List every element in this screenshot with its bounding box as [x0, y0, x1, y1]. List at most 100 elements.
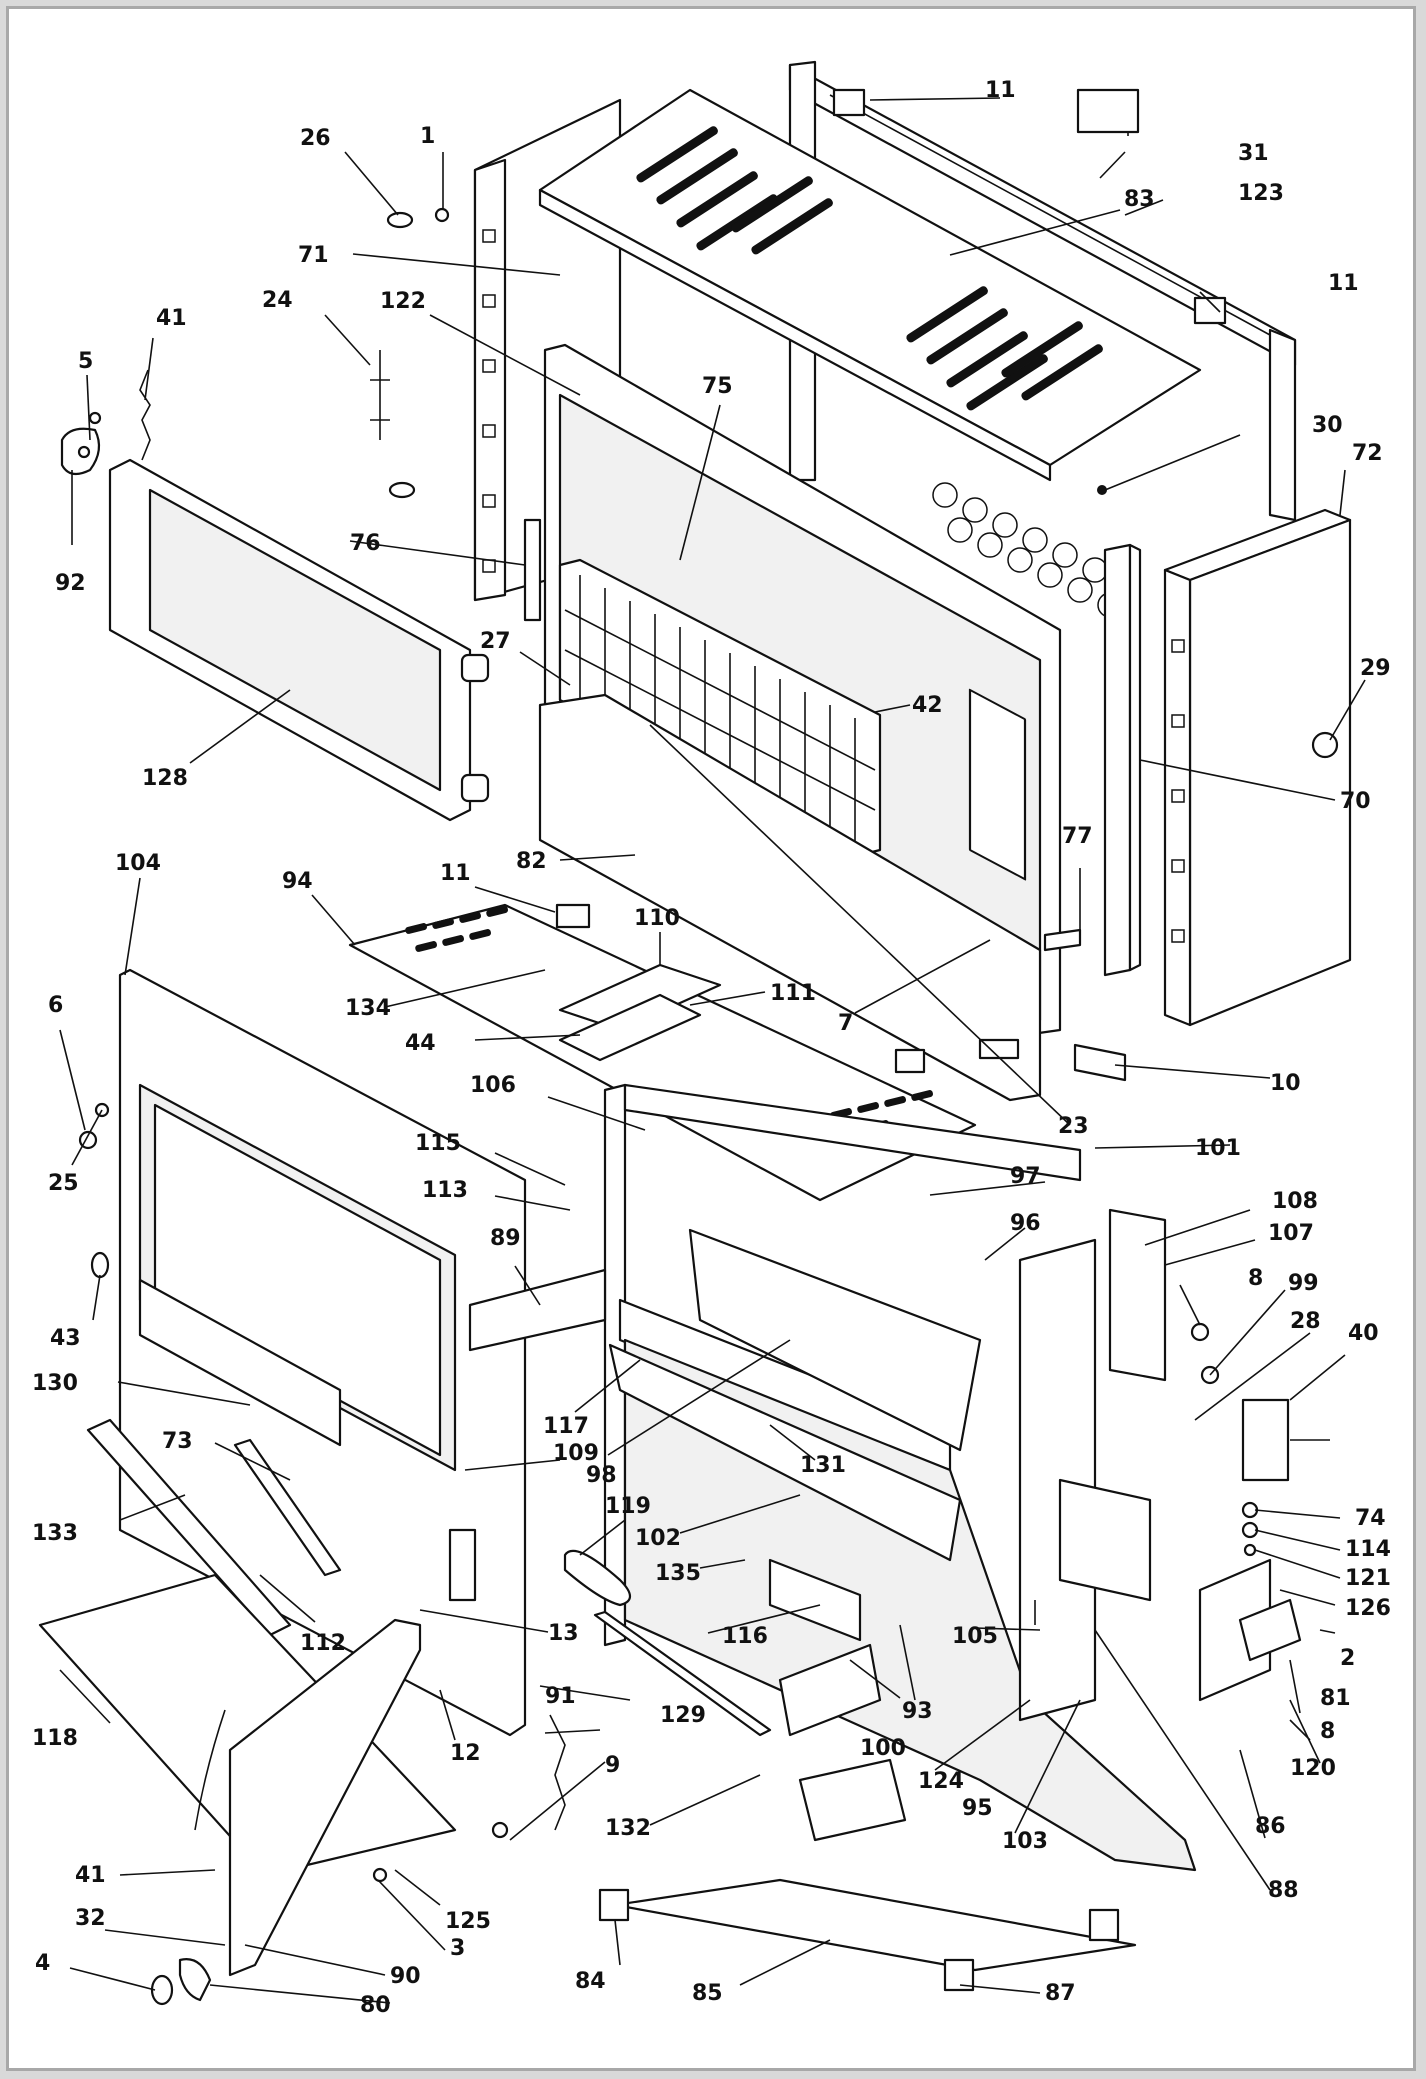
- callout-116: 116: [722, 1624, 768, 1649]
- callout-11: 11: [1328, 271, 1359, 296]
- callout-41: 41: [156, 306, 187, 331]
- callout-3: 3: [450, 1936, 465, 1961]
- callout-114: 114: [1345, 1537, 1391, 1562]
- callout-97: 97: [1010, 1164, 1041, 1189]
- top-panel-83: [538, 88, 1202, 482]
- callout-95: 95: [962, 1796, 993, 1821]
- callout-6: 6: [48, 993, 63, 1018]
- lower-front-panel-82: [538, 693, 1042, 1102]
- callout-107: 107: [1268, 1221, 1314, 1246]
- callout-77: 77: [1062, 824, 1093, 849]
- callout-113: 113: [422, 1178, 468, 1203]
- callout-98: 98: [586, 1463, 617, 1488]
- callout-111: 111: [770, 981, 816, 1006]
- callout-25: 25: [48, 1171, 79, 1196]
- callout-110: 110: [634, 906, 680, 931]
- door-mechanism-parts: [38, 1418, 1302, 2006]
- callout-109: 109: [553, 1441, 599, 1466]
- callout-100: 100: [860, 1736, 906, 1761]
- callout-103: 103: [1002, 1829, 1048, 1854]
- right-side-panel-72: [1163, 508, 1352, 1027]
- callout-1: 1: [420, 124, 435, 149]
- callout-24: 24: [262, 288, 293, 313]
- callout-82: 82: [516, 849, 547, 874]
- right-controls: [78, 1102, 1330, 1557]
- callout-74: 74: [1355, 1506, 1386, 1531]
- callout-122: 122: [380, 289, 426, 314]
- callout-101: 101: [1195, 1136, 1241, 1161]
- callout-131: 131: [800, 1453, 846, 1478]
- callout-135: 135: [655, 1561, 701, 1586]
- front-panel-104: [118, 968, 527, 1737]
- callout-32: 32: [75, 1906, 106, 1931]
- callout-12: 12: [450, 1741, 481, 1766]
- callout-120: 120: [1290, 1756, 1336, 1781]
- callout-84: 84: [575, 1969, 606, 1994]
- callout-27: 27: [480, 629, 511, 654]
- callout-70: 70: [1340, 789, 1371, 814]
- callout-91: 91: [545, 1684, 576, 1709]
- callout-106: 106: [470, 1073, 516, 1098]
- glass-door-128: [108, 458, 490, 822]
- callout-labels: 1 26 11 31 83 123 71 11 41 24 122 5 75 3…: [32, 78, 1391, 2018]
- callout-126: 126: [1345, 1596, 1391, 1621]
- callout-118: 118: [32, 1726, 78, 1751]
- callout-44: 44: [405, 1031, 436, 1056]
- callout-29: 29: [1360, 656, 1391, 681]
- callout-90: 90: [390, 1964, 421, 1989]
- callout-134: 134: [345, 996, 391, 1021]
- callout-89: 89: [490, 1226, 521, 1251]
- grille-42: [558, 558, 882, 857]
- right-side-frame-70: [1103, 543, 1142, 977]
- callout-73: 73: [162, 1429, 193, 1454]
- callout-41: 41: [75, 1863, 106, 1888]
- callout-130: 130: [32, 1371, 78, 1396]
- callout-5: 5: [78, 349, 93, 374]
- callout-94: 94: [282, 869, 313, 894]
- callout-8: 8: [1248, 1266, 1263, 1291]
- callout-7: 7: [838, 1011, 853, 1036]
- callout-75: 75: [702, 374, 733, 399]
- callout-2: 2: [1340, 1646, 1355, 1671]
- callout-76: 76: [350, 531, 381, 556]
- callout-92: 92: [55, 571, 86, 596]
- callout-10: 10: [1270, 1071, 1301, 1096]
- callout-105: 105: [952, 1624, 998, 1649]
- callout-112: 112: [300, 1631, 346, 1656]
- callout-23: 23: [1058, 1114, 1089, 1139]
- callout-108: 108: [1272, 1189, 1318, 1214]
- callout-4: 4: [35, 1951, 50, 1976]
- callout-93: 93: [902, 1699, 933, 1724]
- callout-128: 128: [142, 766, 188, 791]
- callout-104: 104: [115, 851, 161, 876]
- callout-129: 129: [660, 1703, 706, 1728]
- callout-125: 125: [445, 1909, 491, 1934]
- callout-13: 13: [548, 1621, 579, 1646]
- callout-43: 43: [50, 1326, 81, 1351]
- callout-28: 28: [1290, 1309, 1321, 1334]
- callout-133: 133: [32, 1521, 78, 1546]
- callout-26: 26: [300, 126, 331, 151]
- leader-lines: [59, 97, 1366, 2004]
- callout-9: 9: [605, 1753, 620, 1778]
- callout-96: 96: [1010, 1211, 1041, 1236]
- callout-117: 117: [543, 1414, 589, 1439]
- callout-88: 88: [1268, 1878, 1299, 1903]
- callout-123: 123: [1238, 181, 1284, 206]
- callout-87: 87: [1045, 1981, 1076, 2006]
- callout-40: 40: [1348, 1321, 1379, 1346]
- callout-72: 72: [1352, 441, 1383, 466]
- callout-86: 86: [1255, 1814, 1286, 1839]
- callout-115: 115: [415, 1131, 461, 1156]
- callout-30: 30: [1312, 413, 1343, 438]
- callout-11: 11: [440, 861, 471, 886]
- callout-80: 80: [360, 1993, 391, 2018]
- callout-121: 121: [1345, 1566, 1391, 1591]
- callout-81: 81: [1320, 1686, 1351, 1711]
- callout-85: 85: [692, 1981, 723, 2006]
- callout-102: 102: [635, 1526, 681, 1551]
- callout-31: 31: [1238, 141, 1269, 166]
- callout-132: 132: [605, 1816, 651, 1841]
- small-parts-top: [60, 88, 1227, 1082]
